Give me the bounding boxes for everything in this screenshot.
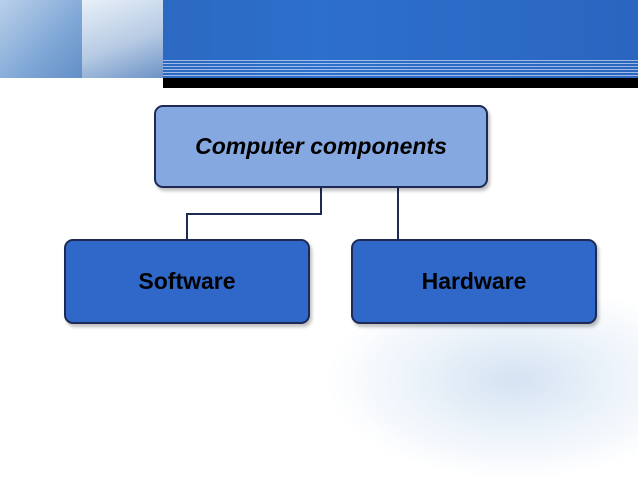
hardware-node-label: Hardware xyxy=(421,268,527,294)
banner-dot-pattern xyxy=(163,58,638,76)
software-node-label: Software xyxy=(138,268,236,294)
header-banner xyxy=(0,0,638,78)
hardware-node: Hardware xyxy=(351,239,597,324)
background-watermark-photo xyxy=(330,300,638,478)
header-underline-bar xyxy=(163,78,638,88)
mouse-photo xyxy=(82,0,163,78)
software-node: Software xyxy=(64,239,310,324)
connector-software xyxy=(186,188,322,239)
banner-photo xyxy=(0,0,163,78)
root-node-label: Computer components xyxy=(195,133,447,159)
root-node: Computer components xyxy=(154,105,488,188)
